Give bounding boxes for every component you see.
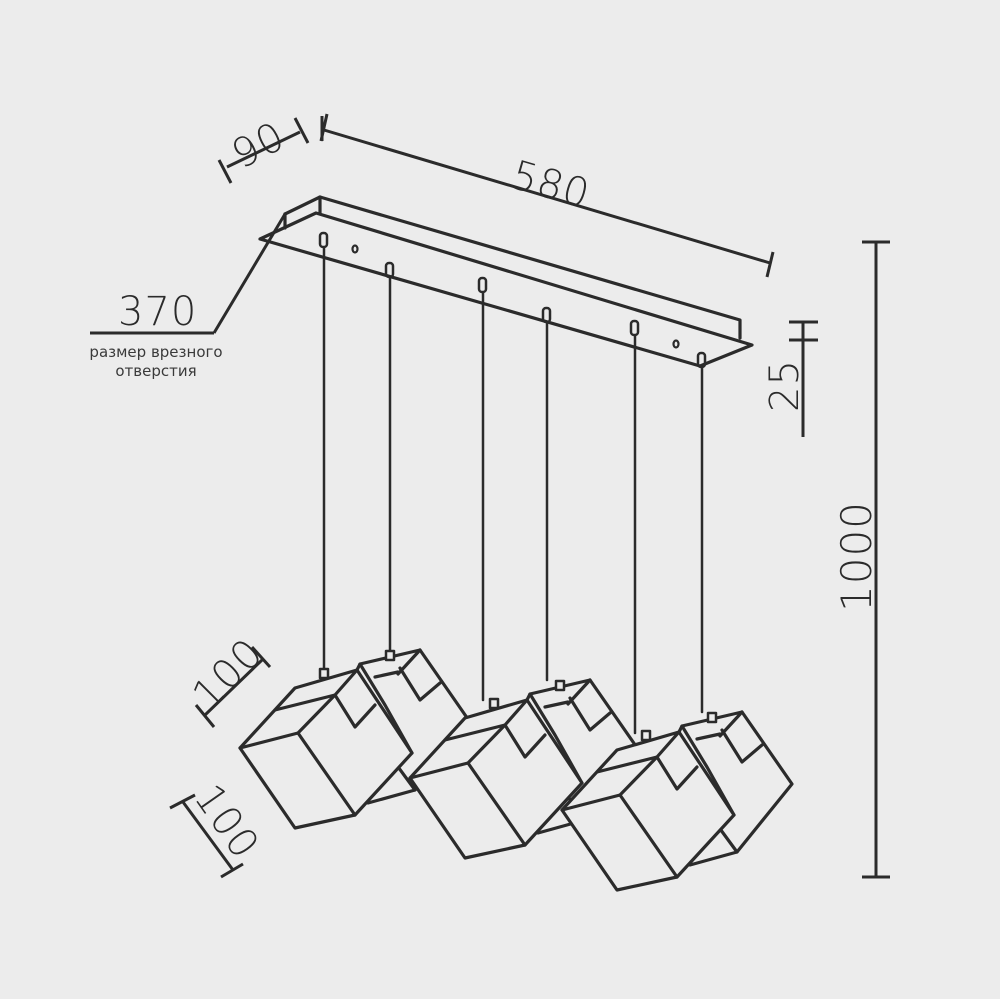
cutout-note-line2: отверстия [115,362,197,380]
dim-canopy-depth [217,117,310,184]
cutout-note-line1: размер врезного [89,343,223,361]
label-cutout-note: размер врезного отверстия [82,343,230,381]
dim-canopy-height [789,320,818,437]
canopy [258,195,754,368]
label-canopy-height: 25 [762,359,808,412]
dim-total-height [862,240,890,879]
cords [318,231,707,735]
dim-shade-width [194,645,272,728]
dim-canopy-length [319,113,775,278]
dim-shade-height [169,793,244,879]
label-cutout-size: 370 [118,289,198,335]
shade-pair-right [560,710,794,892]
label-total-height: 1000 [832,501,881,612]
